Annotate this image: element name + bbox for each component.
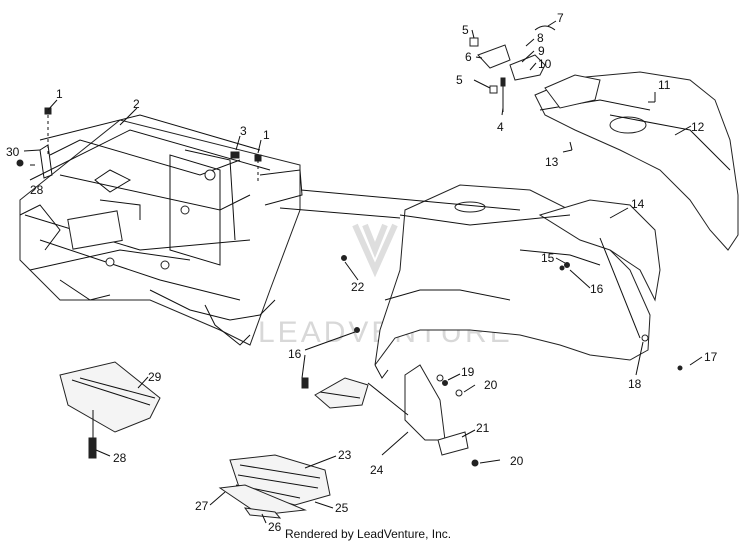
- callout-28-lower: 28: [113, 451, 127, 465]
- callout-26: 26: [268, 520, 282, 534]
- leader-lines: [23, 20, 703, 524]
- callout-11: 11: [658, 78, 671, 92]
- cable-7: [534, 25, 556, 31]
- callout-17: 17: [704, 350, 718, 364]
- footer-credit: Rendered by LeadVenture, Inc.: [285, 527, 451, 541]
- callout-21: 21: [476, 421, 490, 435]
- callout-20-upper: 20: [484, 378, 498, 392]
- nut-5-upper: [469, 37, 479, 47]
- callout-14: 14: [631, 197, 645, 211]
- callout-18: 18: [628, 377, 642, 391]
- front-fender: [374, 184, 661, 379]
- callout-10: 10: [538, 57, 552, 71]
- bar-26: [243, 507, 282, 519]
- callout-29: 29: [148, 370, 162, 384]
- callout-3: 3: [240, 124, 247, 138]
- rail-27: [218, 484, 307, 516]
- callout-12: 12: [691, 120, 705, 134]
- callout-1-right: 1: [263, 128, 270, 142]
- callout-30: 30: [6, 145, 20, 159]
- mud-flap: [404, 364, 469, 456]
- callout-27: 27: [195, 499, 209, 513]
- callout-25: 25: [335, 501, 349, 515]
- callout-1-left: 1: [56, 87, 63, 101]
- rear-fender: [534, 71, 739, 251]
- callout-19: 19: [461, 365, 475, 379]
- callout-8: 8: [537, 31, 544, 45]
- tail-light-hardware: [469, 25, 556, 112]
- frame-assembly: [19, 114, 303, 346]
- plate-21: [437, 431, 469, 456]
- callout-13: 13: [545, 155, 559, 169]
- callouts: 1 2 3 1 30 28 5 7 8 6 9 10 5 4 11 12 13 …: [6, 11, 718, 534]
- callout-6: 6: [465, 50, 472, 64]
- callout-24: 24: [370, 463, 384, 477]
- callout-16-right: 16: [590, 282, 604, 296]
- skid-plate: [59, 361, 161, 459]
- footrest-bracket: [314, 377, 369, 409]
- callout-15: 15: [541, 251, 555, 265]
- fasteners: [16, 107, 683, 467]
- callout-16-left: 16: [288, 347, 302, 361]
- callout-28-upper: 28: [30, 183, 44, 197]
- callout-5-lower: 5: [456, 73, 463, 87]
- bolt-28-lower: [88, 437, 97, 459]
- callout-9: 9: [538, 44, 545, 58]
- tail-light-9: [509, 54, 546, 81]
- callout-7: 7: [557, 11, 564, 25]
- callout-5-upper: 5: [462, 23, 469, 37]
- callout-20-lower: 20: [510, 454, 524, 468]
- callout-4: 4: [497, 120, 504, 134]
- callout-22: 22: [351, 280, 365, 294]
- callout-23: 23: [338, 448, 352, 462]
- bracket-6: [477, 44, 511, 69]
- nut-5-lower: [489, 85, 498, 94]
- callout-2: 2: [133, 97, 140, 111]
